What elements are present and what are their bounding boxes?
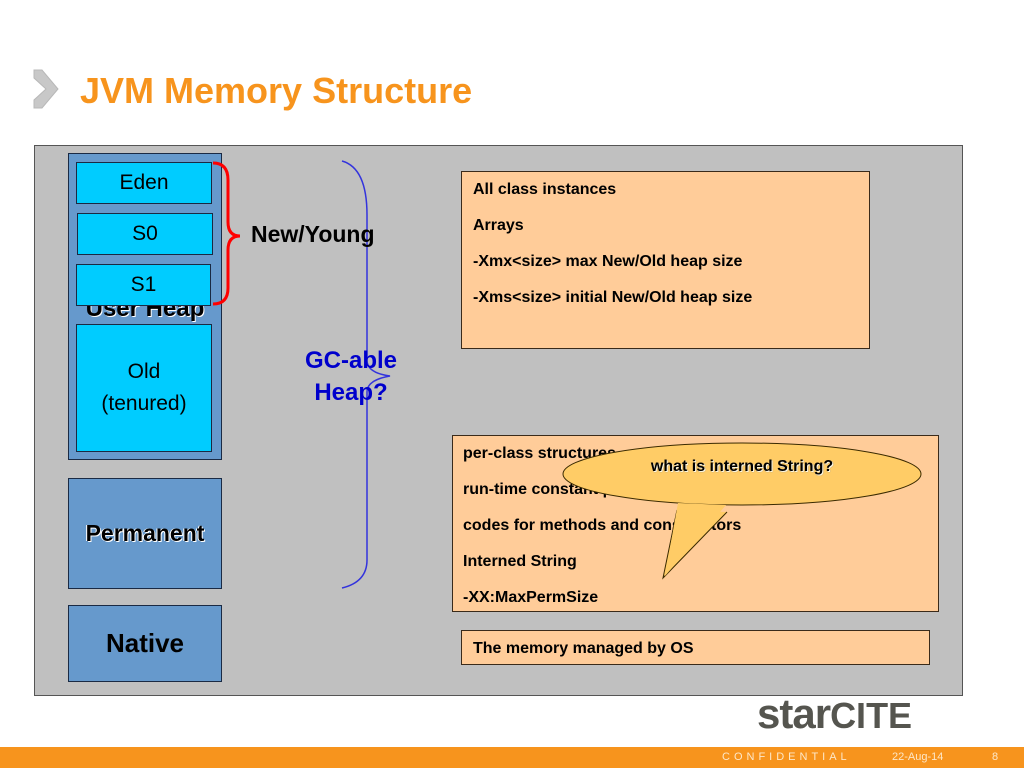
footer-confidential: CONFIDENTIAL (722, 751, 851, 763)
heap-info-line: -Xms<size> initial New/Old heap size (473, 289, 753, 306)
old-block: Old (tenured) (76, 324, 212, 452)
gc-label-line2: Heap? (314, 379, 388, 406)
old-label: Old (127, 360, 161, 383)
permanent-label: Permanent (85, 520, 205, 546)
eden-label: Eden (119, 171, 169, 194)
heap-info-line: -Xmx<size> max New/Old heap size (473, 253, 743, 270)
perm-info-line: per-class structures (463, 445, 616, 462)
logo-cite: CITE (830, 695, 913, 736)
chevron-right-icon (33, 69, 59, 109)
starcite-logo: starCITE (757, 688, 912, 742)
footer-bar (0, 747, 1024, 768)
slide-title: JVM Memory Structure (80, 70, 473, 111)
permanent-block: Permanent (68, 478, 222, 589)
s1-label: S1 (130, 273, 157, 296)
old-sublabel: (tenured) (101, 392, 187, 415)
native-block: Native (68, 605, 222, 682)
footer-date: 22-Aug-14 (892, 751, 944, 763)
perm-info-line: -XX:MaxPermSize (463, 589, 599, 606)
eden-block: Eden (76, 162, 212, 204)
s1-block: S1 (76, 264, 211, 306)
gc-heap-brace (341, 160, 391, 589)
heap-info-line: Arrays (473, 217, 524, 234)
native-info-box: The memory managed by OS (461, 630, 930, 665)
footer-page-number: 8 (992, 751, 999, 763)
heap-info-box: All class instances Arrays -Xmx<size> ma… (461, 171, 870, 349)
callout-bubble (562, 442, 922, 580)
s0-label: S0 (132, 222, 158, 245)
young-brace (212, 161, 241, 306)
perm-info-line: codes for methods and constructors (463, 517, 742, 534)
callout-text: what is interned String? (650, 458, 834, 475)
native-info-text: The memory managed by OS (473, 640, 694, 657)
perm-info-line: Interned String (463, 553, 577, 570)
s0-block: S0 (77, 213, 213, 255)
heap-info-line: All class instances (473, 181, 617, 198)
native-label: Native (105, 628, 185, 658)
gc-label-line1: GC-able (304, 347, 397, 374)
gc-heap-label: GC-able Heap? (286, 345, 416, 409)
logo-star: star (757, 690, 831, 737)
new-young-label: New/Young (251, 221, 375, 247)
